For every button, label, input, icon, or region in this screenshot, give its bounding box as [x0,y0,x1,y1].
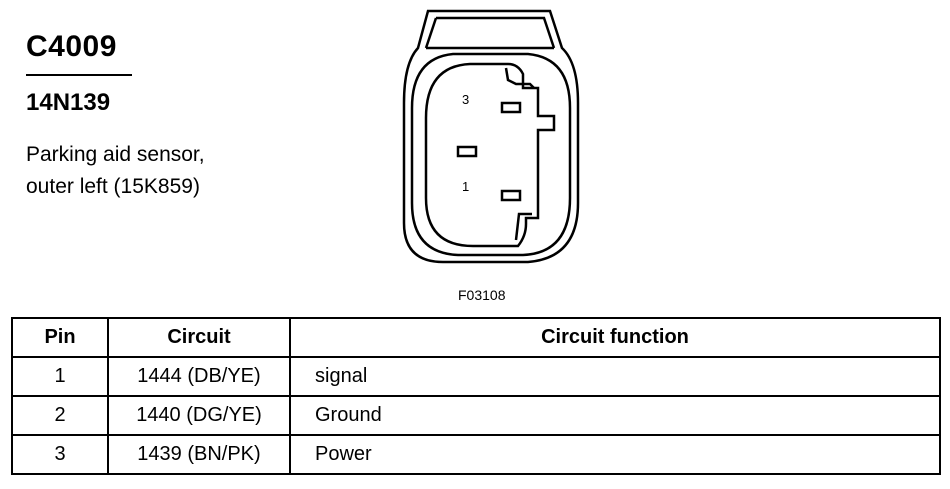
cell-circuit: 1440 (DG/YE) [107,395,291,436]
connector-outer-housing [402,9,580,264]
pin-2-terminal [456,145,478,158]
header-circuit-function: Circuit function [289,317,941,358]
connector-pin-cavity [424,62,556,248]
pin-3-terminal [500,101,522,114]
title-underline [26,74,132,76]
cell-function: signal [289,356,941,397]
connector-id-title: C4009 [26,30,117,63]
cell-function: Power [289,434,941,475]
connector-inner-housing [410,52,572,257]
connector-face-diagram: 3 1 [402,9,580,264]
table-row: 1 1444 (DB/YE) signal [11,356,941,397]
table-row: 3 1439 (BN/PK) Power [11,434,941,475]
table-header-row: Pin Circuit Circuit function [11,317,941,358]
cell-pin: 2 [11,395,109,436]
table-row: 2 1440 (DG/YE) Ground [11,395,941,436]
part-number: 14N139 [26,89,111,116]
cell-circuit: 1444 (DB/YE) [107,356,291,397]
cell-pin: 1 [11,356,109,397]
figure-id: F03108 [458,287,506,303]
header-pin: Pin [11,317,109,358]
cell-circuit: 1439 (BN/PK) [107,434,291,475]
header-circuit: Circuit [107,317,291,358]
connector-latch [424,16,556,49]
pin-1-terminal [500,189,522,202]
pin-label-1: 1 [462,179,469,194]
cell-pin: 3 [11,434,109,475]
pin-table: Pin Circuit Circuit function 1 1444 (DB/… [11,317,941,475]
connector-description: Parking aid sensor, outer left (15K859) [26,143,205,198]
cell-function: Ground [289,395,941,436]
pin-label-3: 3 [462,92,469,107]
